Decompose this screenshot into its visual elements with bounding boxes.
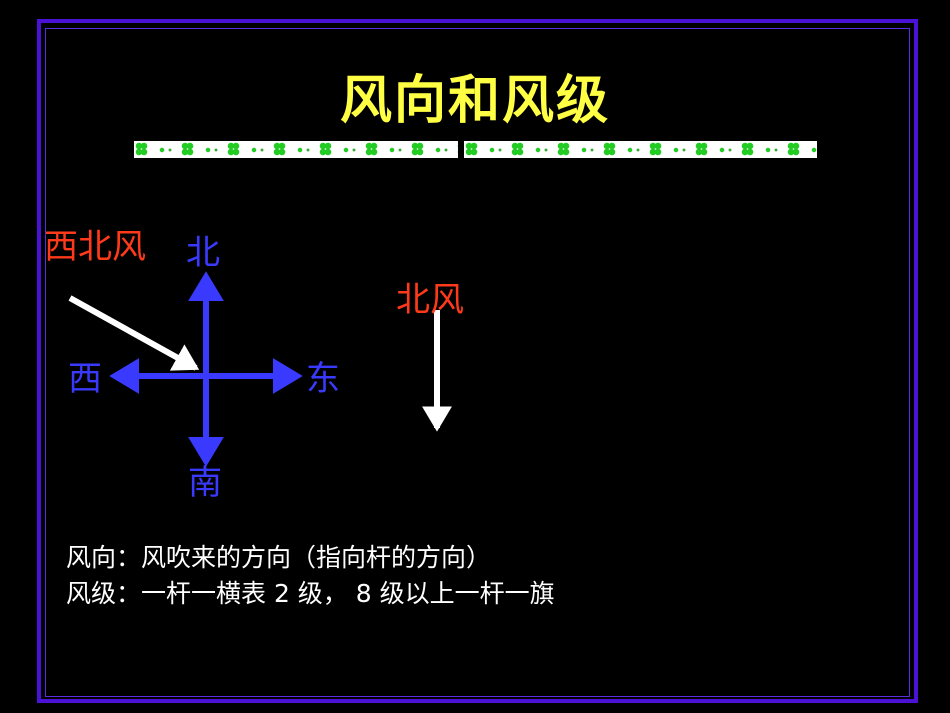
note-wind-level: 风级：一杆一横表 2 级， 8 级以上一杆一旗 [66,579,555,608]
slide-notes: 风向：风吹来的方向（指向杆的方向） 风级：一杆一横表 2 级， 8 级以上一杆一… [66,540,555,612]
slide-frame-outer [37,19,918,703]
slide-frame-inner [45,28,910,697]
compass-south-label: 南 [188,463,222,503]
compass-west-label: 西 [68,359,102,399]
compass-north-label: 北 [186,233,220,273]
northwest-wind-label: 西北风 [44,227,146,267]
compass-east-label: 东 [306,359,340,399]
decorative-divider-left [134,141,458,158]
decorative-divider-right [464,141,817,158]
north-wind-label: 北风 [396,280,464,320]
slide-title: 风向和风级 [339,71,610,131]
northwest-wind-arrow [68,295,200,371]
note-wind-direction: 风向：风吹来的方向（指向杆的方向） [66,543,492,572]
